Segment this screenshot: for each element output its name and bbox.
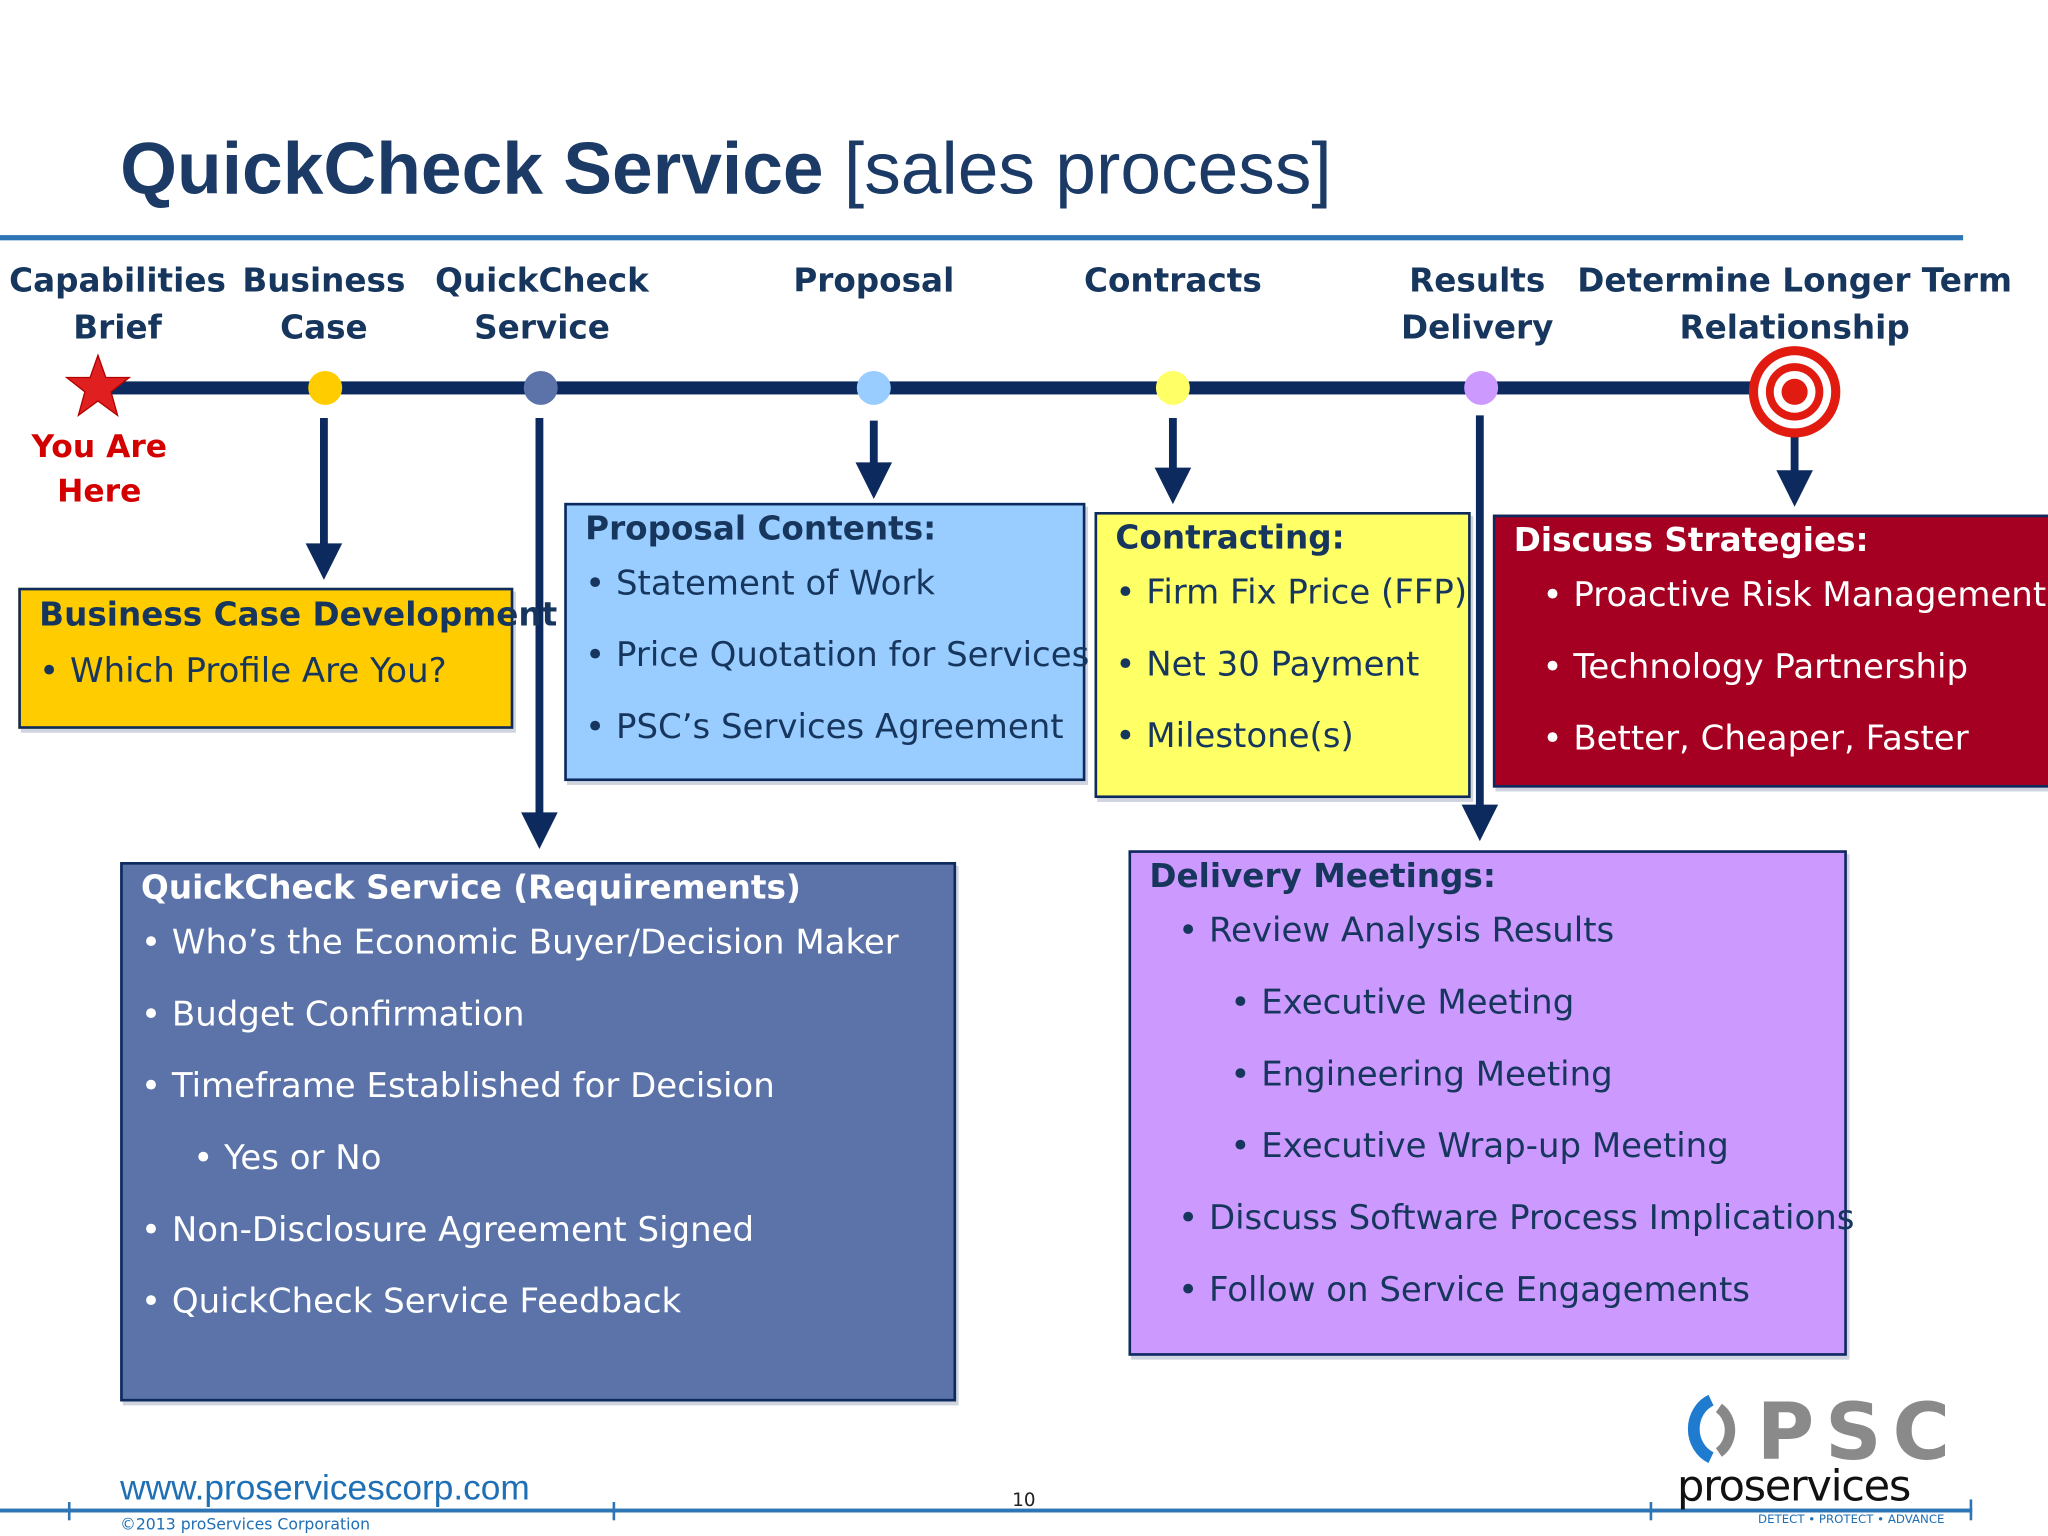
stage-dot: [1155, 370, 1190, 405]
copyright: ©2013 proServices Corporation: [120, 1515, 371, 1534]
title-rule: [0, 235, 1964, 241]
stage-dot: [308, 370, 343, 405]
target-icon: [1748, 346, 1841, 438]
stage-dot: [1464, 370, 1499, 405]
stage-contracts: Contracts: [1083, 261, 1262, 300]
timeline-bar: [97, 381, 1796, 395]
logo-tagline: DETECT • PROTECT • ADVANCE: [1758, 1513, 1945, 1527]
stage-dot: [856, 370, 891, 405]
psc-logo-icon: PSC: [1687, 1387, 1950, 1478]
business-case-box: Business Case Development Which Profile …: [18, 587, 557, 729]
page-number: 10: [1012, 1490, 1036, 1512]
proposal-box: Proposal Contents: Statement of Work Pri…: [564, 502, 1089, 782]
slide-title: QuickCheck Service [sales process]: [120, 126, 1332, 209]
delivery-box: Delivery Meetings: Review Analysis Resul…: [1128, 850, 1854, 1356]
stage-proposal: Proposal: [793, 261, 955, 300]
svg-text:PSC: PSC: [1757, 1387, 1950, 1478]
star-icon: [64, 353, 132, 417]
strategies-box: Discuss Strategies: Proactive Risk Manag…: [1492, 514, 2048, 788]
contracting-box: Contracting: Firm Fix Price (FFP) Net 30…: [1094, 511, 1471, 799]
website-link[interactable]: www.proservicescorp.com: [120, 1468, 530, 1508]
quickcheck-box: QuickCheck Service (Requirements) Who’s …: [120, 862, 957, 1402]
stage-dot: [523, 370, 558, 405]
logo-wordmark: proservices: [1677, 1460, 1911, 1512]
